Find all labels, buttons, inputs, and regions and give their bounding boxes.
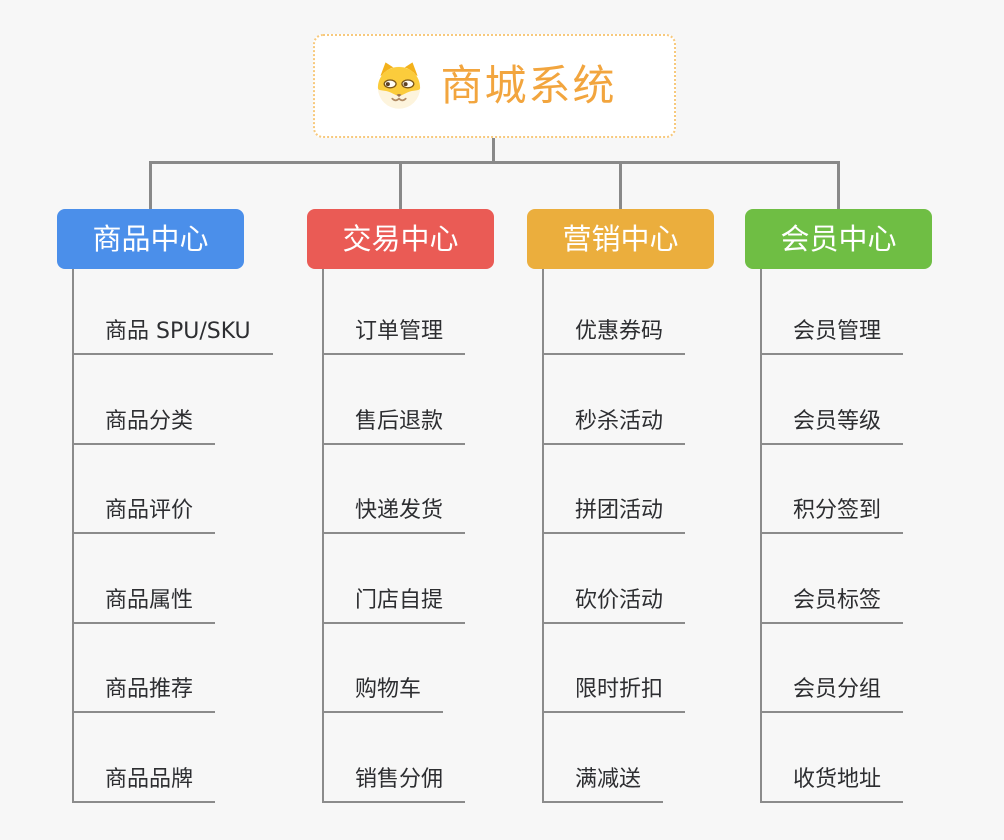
leaf-node[interactable]: 购物车	[322, 676, 444, 713]
leaf-node[interactable]: 商品分类	[72, 408, 216, 445]
connector-drop	[149, 161, 152, 210]
root-node[interactable]: 商城系统	[313, 34, 676, 138]
leaf-node[interactable]: 门店自提	[322, 587, 466, 624]
branch-spine	[72, 269, 74, 803]
leaf-node[interactable]: 优惠券码	[542, 318, 686, 355]
leaf-node[interactable]: 售后退款	[322, 408, 466, 445]
leaf-node[interactable]: 商品品牌	[72, 766, 216, 803]
leaf-node[interactable]: 会员分组	[760, 676, 904, 713]
root-title: 商城系统	[440, 61, 617, 110]
branch-header-marketing[interactable]: 营销中心	[527, 209, 714, 269]
connector-drop	[837, 161, 840, 210]
leaf-node[interactable]: 销售分佣	[322, 766, 466, 803]
leaf-node[interactable]: 快递发货	[322, 497, 466, 534]
leaf-node[interactable]: 会员标签	[760, 587, 904, 624]
leaf-node[interactable]: 会员管理	[760, 318, 904, 355]
branch-spine	[760, 269, 762, 803]
connector-bus	[149, 161, 840, 164]
leaf-node[interactable]: 秒杀活动	[542, 408, 686, 445]
leaf-node[interactable]: 拼团活动	[542, 497, 686, 534]
branch-header-trade[interactable]: 交易中心	[307, 209, 494, 269]
branch-spine	[322, 269, 324, 803]
leaf-node[interactable]: 订单管理	[322, 318, 466, 355]
leaf-node[interactable]: 商品 SPU/SKU	[72, 318, 273, 355]
branch-header-member[interactable]: 会员中心	[745, 209, 932, 269]
leaf-node[interactable]: 积分签到	[760, 497, 904, 534]
leaf-node[interactable]: 满减送	[542, 766, 664, 803]
leaf-node[interactable]: 商品推荐	[72, 676, 216, 713]
leaf-node[interactable]: 商品属性	[72, 587, 216, 624]
connector-root-stub	[492, 138, 495, 163]
leaf-node[interactable]: 商品评价	[72, 497, 216, 534]
connector-drop	[619, 161, 622, 210]
leaf-node[interactable]: 会员等级	[760, 408, 904, 445]
branch-header-product[interactable]: 商品中心	[57, 209, 244, 269]
leaf-node[interactable]: 收货地址	[760, 766, 904, 803]
leaf-node[interactable]: 限时折扣	[542, 676, 686, 713]
connector-drop	[399, 161, 402, 210]
dog-face-icon	[378, 62, 421, 109]
branch-spine	[542, 269, 544, 803]
leaf-node[interactable]: 砍价活动	[542, 587, 686, 624]
